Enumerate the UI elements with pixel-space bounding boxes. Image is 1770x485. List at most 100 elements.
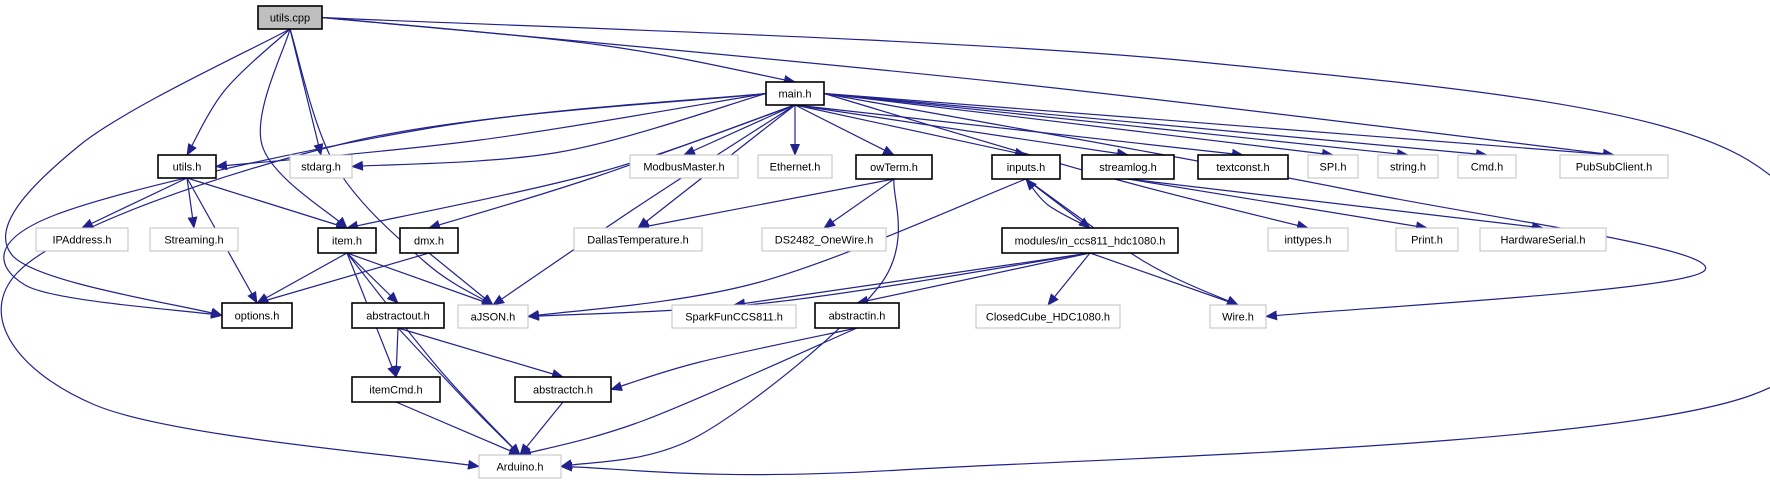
node-box <box>975 304 1121 329</box>
node-hardwareserial_h: HardwareSerial.h <box>1479 227 1607 252</box>
node-utils_cpp: utils.cpp <box>257 5 323 30</box>
node-itemcmd_h[interactable]: itemCmd.h <box>351 376 441 403</box>
node-box <box>765 81 825 106</box>
node-item_h[interactable]: item.h <box>317 227 377 254</box>
edge-item_h-options_h <box>256 252 348 304</box>
node-label: SparkFunCCS811.h <box>685 312 783 324</box>
edge-modules_h-wire_h <box>1089 252 1239 307</box>
node-utils_h[interactable]: utils.h <box>157 154 217 179</box>
edge-main_h-streamlog_h <box>794 104 1129 159</box>
edge-item_h-arduino_h <box>346 252 521 456</box>
edge-inputs_h-wire_h <box>1025 178 1239 306</box>
node-box <box>1377 154 1439 179</box>
node-box <box>289 154 353 179</box>
node-box <box>1081 154 1175 180</box>
edge-main_h-dmx_h <box>428 104 796 230</box>
node-label: main.h <box>778 89 811 101</box>
edge-main_h-wire_h <box>823 92 1706 321</box>
node-box <box>514 376 612 403</box>
node-box <box>157 154 217 179</box>
node-abstractout_h[interactable]: abstractout.h <box>351 302 445 329</box>
node-box <box>1479 227 1607 252</box>
node-label: DallasTemperature.h <box>587 235 689 247</box>
node-label: HardwareSerial.h <box>1501 235 1586 247</box>
edge-main_h-cmd_h <box>823 92 1488 159</box>
node-streamlog_h[interactable]: streamlog.h <box>1081 154 1175 180</box>
node-box <box>35 227 129 252</box>
node-textconst_h[interactable]: textconst.h <box>1197 154 1289 180</box>
node-modules_h[interactable]: modules/in_ccs811_hdc1080.h <box>1001 227 1179 254</box>
edge-modules_h-closedcube_hdc1080_h <box>1047 252 1091 306</box>
node-inttypes_h: inttypes.h <box>1267 227 1349 252</box>
node-arduino_h: Arduino.h <box>478 454 562 479</box>
node-box <box>351 376 441 403</box>
edge-owterm_h-ds2482_onewire_h <box>823 178 895 229</box>
node-label: inttypes.h <box>1284 235 1331 247</box>
edge-abstractin_h-arduino_h <box>519 327 858 457</box>
node-label: Cmd.h <box>1471 162 1503 174</box>
node-box <box>317 227 377 254</box>
node-dmx_h[interactable]: dmx.h <box>399 227 459 254</box>
edge-utils_h-ipaddress_h <box>81 177 188 229</box>
nodes-layer: utils.cpp main.h utils.h stdarg.h ModbusMast… <box>35 5 1669 479</box>
node-label: utils.h <box>173 162 202 174</box>
node-abstractin_h[interactable]: abstractin.h <box>814 302 900 329</box>
node-label: modules/in_ccs811_hdc1080.h <box>1015 236 1166 248</box>
node-stdarg_h: stdarg.h <box>289 154 353 179</box>
edge-owterm_h-dallastemperature_h <box>637 178 895 231</box>
node-owterm_h[interactable]: owTerm.h <box>855 154 933 180</box>
edge-main_h-pubsubclient_h <box>823 92 1615 160</box>
node-ajson_h: aJSON.h <box>457 304 529 329</box>
node-box <box>814 302 900 329</box>
node-label: item.h <box>332 236 362 248</box>
edge-item_h-abstractout_h <box>346 252 399 304</box>
node-print_h: Print.h <box>1395 227 1459 252</box>
edges-layer <box>0 16 1770 476</box>
node-cmd_h: Cmd.h <box>1457 154 1517 179</box>
edge-utils_cpp-stdarg_h <box>289 28 324 156</box>
node-box <box>457 304 529 329</box>
node-box <box>629 154 739 179</box>
edge-abstractin_h-abstractch_h <box>610 327 858 392</box>
node-label: dmx.h <box>414 236 444 248</box>
node-label: PubSubClient.h <box>1576 162 1652 174</box>
edge-utils_cpp-utils_h <box>186 28 291 156</box>
node-label: ModbusMaster.h <box>643 162 724 174</box>
node-label: stdarg.h <box>301 162 341 174</box>
node-box <box>1457 154 1517 179</box>
node-box <box>1197 154 1289 180</box>
node-box <box>757 154 833 179</box>
node-label: options.h <box>235 311 280 323</box>
node-abstractch_h[interactable]: abstractch.h <box>514 376 612 403</box>
edge-itemcmd_h-arduino_h <box>395 401 521 456</box>
node-box <box>478 454 562 479</box>
edge-main_h-utils_h <box>215 92 767 171</box>
edge-abstractout_h-abstractch_h <box>397 327 564 379</box>
node-box <box>257 5 323 30</box>
edge-main_h-spi_h <box>823 92 1334 159</box>
edge-main_h-owterm_h <box>794 104 895 156</box>
node-streaming_h: Streaming.h <box>149 227 239 252</box>
edge-main_h-arduino_h <box>0 92 767 470</box>
node-label: SPI.h <box>1320 162 1347 174</box>
node-main_h[interactable]: main.h <box>765 81 825 106</box>
node-options_h[interactable]: options.h <box>221 302 293 329</box>
node-string_h: string.h <box>1377 154 1439 179</box>
node-wire_h: Wire.h <box>1209 304 1267 329</box>
edge-main_h-stdarg_h <box>351 92 767 171</box>
edge-modules_h-inputs_h <box>1025 178 1091 229</box>
node-label: Arduino.h <box>496 462 543 474</box>
node-pubsubclient_h: PubSubClient.h <box>1559 154 1669 179</box>
edge-abstractout_h-itemcmd_h <box>391 327 402 378</box>
edge-utils_h-streaming_h <box>186 177 198 229</box>
edge-abstractch_h-arduino_h <box>519 401 564 456</box>
edge-streamlog_h-print_h <box>1127 178 1428 232</box>
node-inputs_h[interactable]: inputs.h <box>991 154 1061 180</box>
node-box <box>855 154 933 180</box>
node-label: streamlog.h <box>1099 162 1156 174</box>
node-label: abstractin.h <box>829 311 886 323</box>
node-ipaddress_h: IPAddress.h <box>35 227 129 252</box>
node-modbusmaster_h: ModbusMaster.h <box>629 154 739 179</box>
